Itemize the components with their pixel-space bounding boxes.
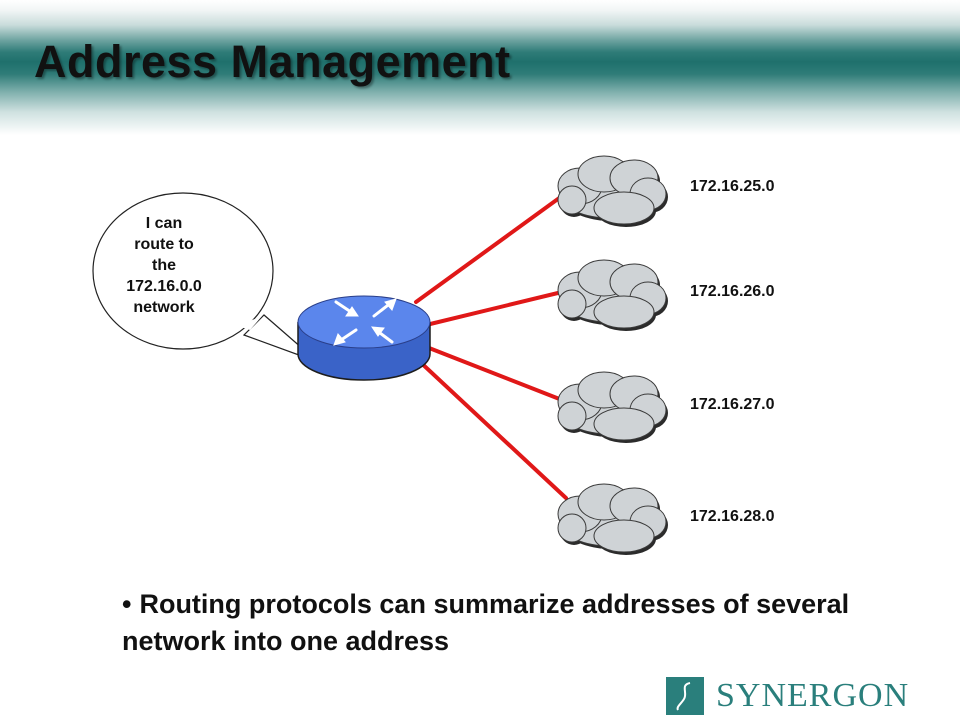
- speech-bubble: [92, 192, 319, 363]
- cloud-icon: [557, 483, 668, 555]
- cloud-icon: [557, 259, 668, 331]
- cloud-icon: [557, 155, 668, 227]
- cloud-icon: [557, 371, 668, 443]
- links: [414, 194, 568, 500]
- router-icon: [297, 295, 431, 381]
- bullet-point: •Routing protocols can summarize address…: [122, 586, 882, 660]
- link-3: [422, 344, 564, 402]
- link-2: [420, 290, 564, 328]
- header-band: [0, 0, 960, 135]
- logo-text: SYNERGON: [716, 677, 910, 714]
- network-label: 172.16.27.0: [690, 396, 775, 413]
- bullet-text: Routing protocols can summarize addresse…: [122, 589, 850, 656]
- network-label: 172.16.26.0: [690, 283, 775, 300]
- logo-mark-icon: [666, 677, 704, 715]
- bullet-dot-icon: •: [122, 589, 132, 619]
- speech-bubble-text: I can route to the 172.16.0.0 network: [126, 215, 202, 316]
- network-label: 172.16.28.0: [690, 508, 775, 525]
- page-title: Address Management: [34, 36, 511, 87]
- network-label: 172.16.25.0: [690, 178, 775, 195]
- link-4: [416, 358, 568, 500]
- synergon-logo: SYNERGON: [666, 676, 909, 716]
- link-1: [414, 194, 564, 304]
